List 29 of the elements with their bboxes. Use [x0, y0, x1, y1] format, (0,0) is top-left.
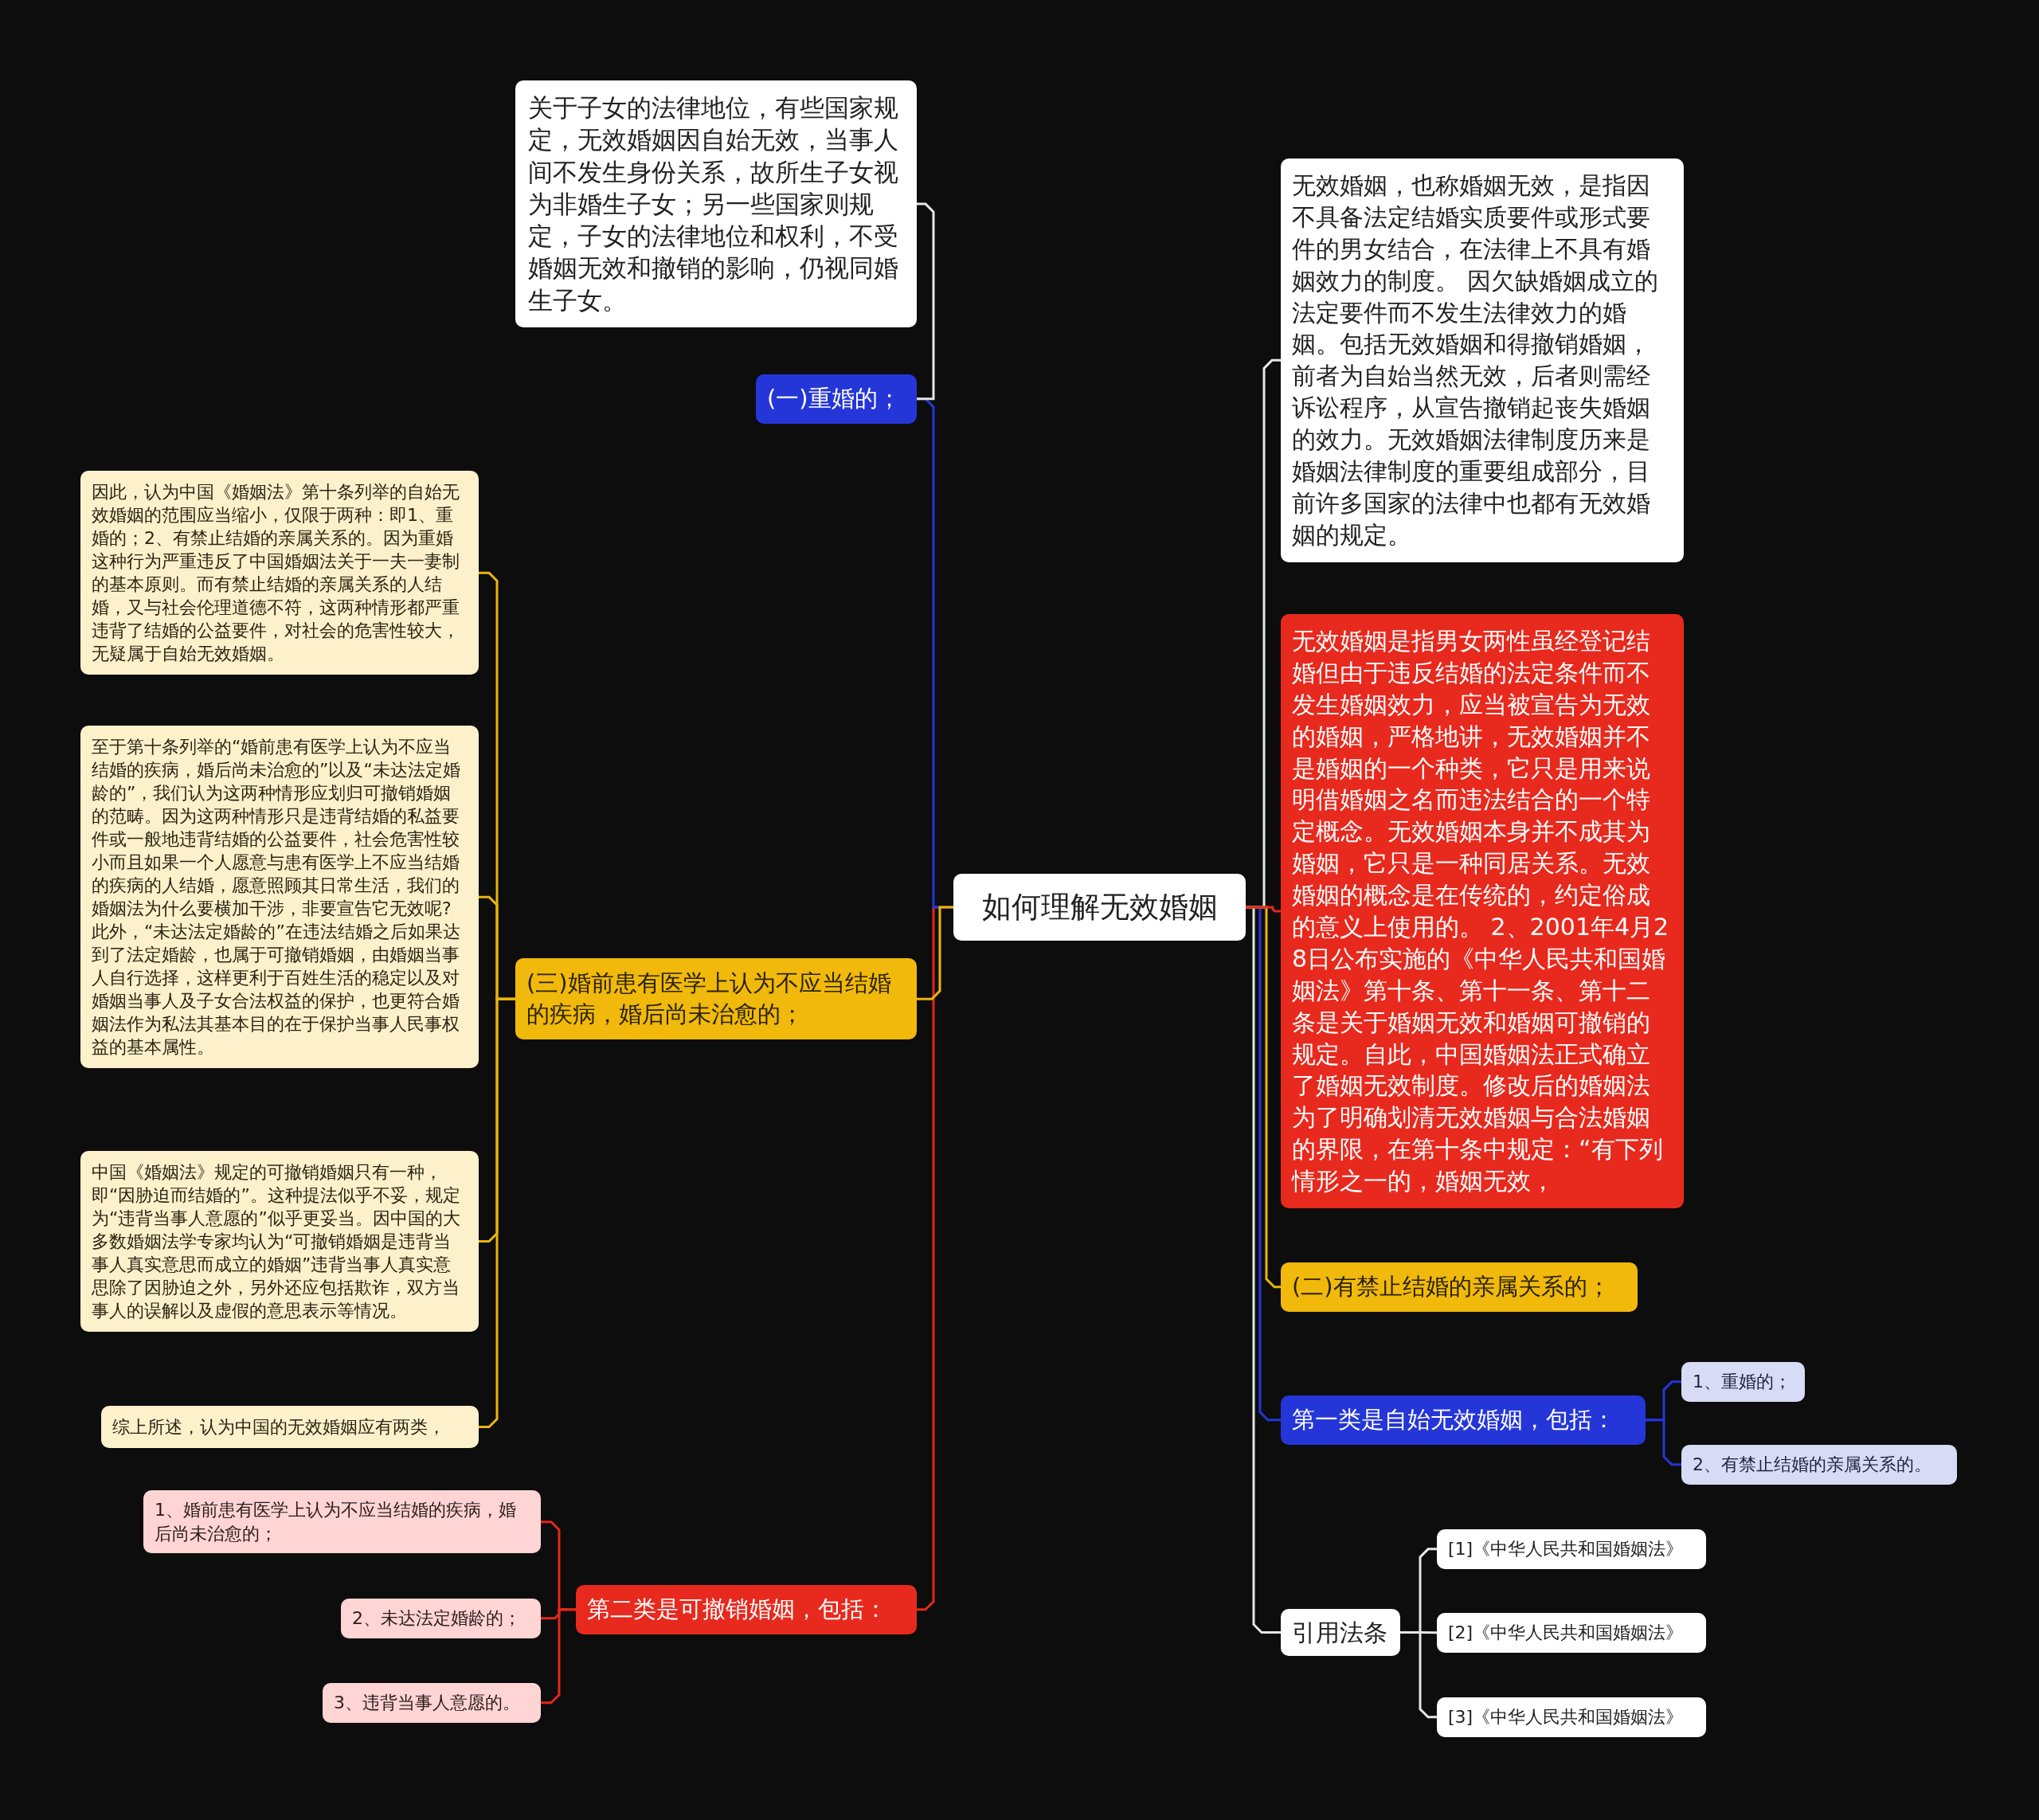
topic-node: 关于子女的法律地位，有些国家规定，无效婚姻因自始无效，当事人间不发生身份关系，故所生子女视为非婚生子女；另一些国家则规定，子女的法律地位和权利，不受婚姻无效和撤销的影响，仍视同婚生子女。	[515, 80, 917, 328]
connector-line	[1400, 1631, 1438, 1634]
topic-node: [3]《中华人民共和国婚姻法》	[1437, 1697, 1706, 1737]
note-card: 中国《婚姻法》规定的可撤销婚姻只有一种，即“因胁迫而结婚的”。这种提法似乎不妥，规定为“违背当事人意愿的”似乎更妥当。因中国的大多数婚姻法学专家均认为“可撤销婚姻是违背当事人真实意思而成立的婚姻”违背当事人真实意思除了因胁迫之外，另外还应包括欺诈，双方当事人的误解以及虚假的意思表示等情况。	[80, 1151, 479, 1333]
connector-line	[541, 1608, 576, 1620]
subtopic-node: 1、重婚的；	[1681, 1362, 1805, 1402]
topic-node: [2]《中华人民共和国婚姻法》	[1437, 1613, 1706, 1653]
topic-node: (三)婚前患有医学上认为不应当结婚的疾病，婚后尚未治愈的；	[515, 958, 917, 1040]
topic-node: 无效婚姻是指男女两性虽经登记结婚但由于违反结婚的法定条件而不发生婚姻效力，应当被宣告为无效的婚姻，严格地讲，无效婚姻并不是婚姻的一个种类，它只是用来说明借婚姻之名而违法结合的一个特定概念。无效婚姻本身并不成其为婚姻，它只是一种同居关系。无效婚姻的概念是在传统的，约定俗成的意义上使用的。 2、2001年4月28日公布实施的《中华人民共和国婚姻法》第十条、第十一条、第十二条是关于婚姻无效和婚姻可撤销的规定。自此，中国婚姻法正式确立了婚姻无效制度。修改后的婚姻法为了明确划清无效婚姻与合法婚姻的界限，在第十条中规定：“有下列情形之一的，婚姻无效，	[1281, 614, 1684, 1209]
note-card: 至于第十条列举的“婚前患有医学上认为不应当结婚的疾病，婚后尚未治愈的”以及“未达法定婚龄的”，我们认为这两种情形应划归可撤销婚姻的范畴。因为这两种情形只是违背结婚的私益要件或一般地违背结婚的公益要件，社会危害性较小而且如果一个人愿意与患有医学上不应当结婚的疾病的人结婚，愿意照顾其日常生活，我们的婚姻法为什么要横加干涉，非要宣告它无效呢?此外，“未达法定婚龄的”在违法结婚之后如果达到了法定婚龄，也属于可撤销婚姻，由婚姻当事人自行选择，这样更利于百姓生活的稳定以及对婚姻当事人及子女合法权益的保护，也更符合婚姻法作为私法其基本目的在于保护当事人民事权益的基本属性。	[80, 726, 479, 1069]
connector-line	[917, 906, 953, 1000]
connector-line	[917, 202, 935, 401]
connector-line	[1646, 1380, 1681, 1422]
note-card: 因此，认为中国《婚姻法》第十条列举的自始无效婚姻的范围应当缩小，仅限于两种：即1、重婚的；2、有禁止结婚的亲属关系的。因为重婚这种行为严重违反了中国婚姻法关于一夫一妻制的基本原则。而有禁止结婚的亲属关系的人结婚，又与社会伦理道德不符，这两种情形都严重违背了结婚的公益要件，对社会的危害性较大，无疑属于自始无效婚姻。	[80, 471, 479, 675]
subtopic-node: 3、违背当事人意愿的。	[323, 1683, 541, 1723]
topic-node: (一)重婚的；	[756, 374, 917, 424]
topic-node: 第二类是可撤销婚姻，包括：	[576, 1585, 917, 1634]
note-card: 综上所述，认为中国的无效婚姻应有两类，	[101, 1406, 479, 1449]
topic-node: 无效婚姻，也称婚姻无效，是指因不具备法定结婚实质要件或形式要件的男女结合，在法律上不具有婚姻效力的制度。 因欠缺婚姻成立的法定要件而不发生法律效力的婚姻。包括无效婚姻和得撤销婚姻，前者为自始当然无效，后者则需经诉讼程序，从宣告撤销起丧失婚姻的效力。无效婚姻法律制度历来是婚姻法律制度的重要组成部分，目前许多国家的法律中也都有无效婚姻的规定。	[1281, 159, 1684, 562]
subtopic-node: 2、未达法定婚龄的；	[341, 1599, 541, 1638]
connector-line	[1246, 906, 1281, 913]
topic-node: (二)有禁止结婚的亲属关系的；	[1281, 1262, 1638, 1312]
central-topic: 如何理解无效婚姻	[953, 874, 1246, 941]
subtopic-node: 1、婚前患有医学上认为不应当结婚的疾病，婚后尚未治愈的；	[143, 1490, 541, 1554]
topic-node: 引用法条	[1281, 1609, 1400, 1656]
topic-node: 第一类是自始无效婚姻，包括：	[1281, 1395, 1646, 1445]
topic-node: [1]《中华人民共和国婚姻法》	[1437, 1529, 1706, 1569]
connector-line	[479, 895, 515, 1000]
subtopic-node: 2、有禁止结婚的亲属关系的。	[1681, 1445, 1957, 1485]
